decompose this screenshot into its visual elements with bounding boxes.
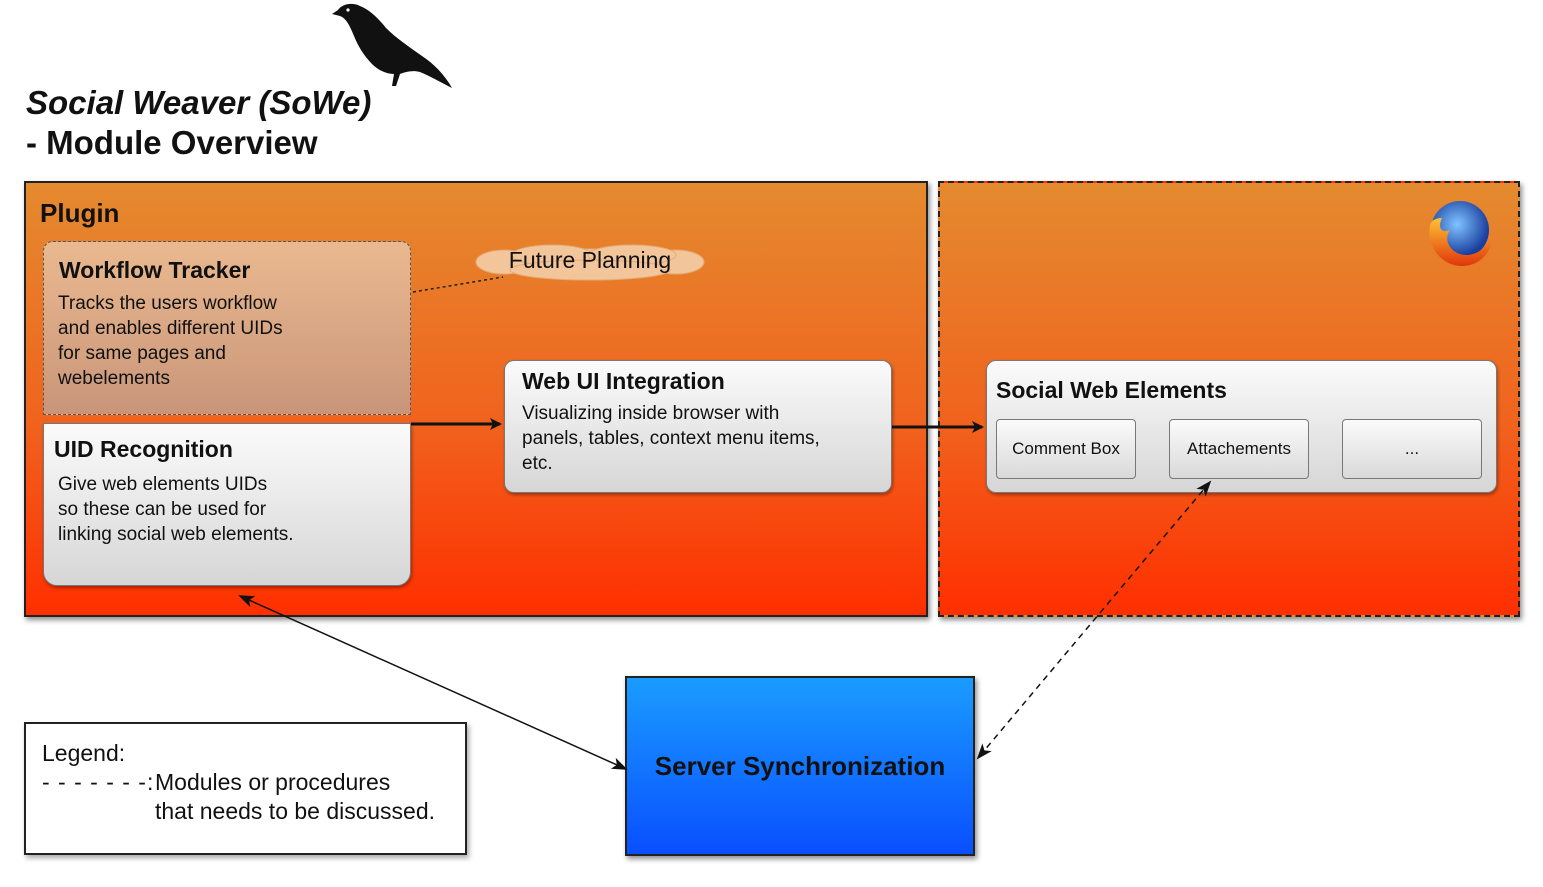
bird-logo-icon <box>332 3 452 89</box>
future-planning-label: Future Planning <box>508 247 672 273</box>
workflow-tracker-card <box>43 241 411 415</box>
web-ui-integration-card <box>504 360 892 493</box>
server-synchronization-label: Server Synchronization <box>654 750 946 781</box>
workflow-tracker-description: Tracks the users workflow and enables di… <box>58 291 283 391</box>
diagram-subtitle: - Module Overview <box>26 124 318 161</box>
web-ui-integration-title: Web UI Integration <box>522 368 725 394</box>
web-ui-integration-line: Visualizing inside browser with <box>522 403 780 424</box>
comment-box-module: Comment Box <box>996 419 1136 479</box>
workflow-tracker-title: Workflow Tracker <box>59 257 251 283</box>
diagram-title: Social Weaver (SoWe) <box>26 84 372 121</box>
legend-line-2: that needs to be discussed. <box>155 798 436 824</box>
legend-title: Legend: <box>42 740 126 766</box>
uid-recognition-card <box>43 423 411 586</box>
server-synchronization-box: Server Synchronization <box>625 676 975 856</box>
uid-recognition-line: Give web elements UIDs <box>58 474 268 495</box>
uid-recognition-description: Give web elements UIDs so these can be u… <box>58 472 294 547</box>
uid-recognition-title: UID Recognition <box>54 436 233 462</box>
workflow-tracker-line: for same pages and <box>58 343 226 364</box>
workflow-tracker-line: and enables different UIDs <box>58 318 283 339</box>
firefox-icon <box>1429 201 1492 266</box>
uid-recognition-line: so these can be used for <box>58 499 267 520</box>
social-web-elements-title: Social Web Elements <box>996 377 1227 403</box>
plugin-label: Plugin <box>40 198 120 228</box>
future-planning-cloud <box>475 244 705 281</box>
web-ui-integration-description: Visualizing inside browser with panels, … <box>522 401 820 476</box>
attachements-module: Attachements <box>1169 419 1309 479</box>
workflow-tracker-line: webelements <box>58 368 170 389</box>
web-ui-integration-line: panels, tables, context menu items, <box>522 428 820 449</box>
web-ui-integration-line: etc. <box>522 453 553 474</box>
legend-dash-sample: - - - - - - -: <box>42 769 155 795</box>
legend-line-1: Modules or procedures <box>155 769 391 795</box>
workflow-tracker-line: Tracks the users workflow <box>58 293 277 314</box>
uid-recognition-line: linking social web elements. <box>58 524 294 545</box>
more-modules: ... <box>1342 419 1482 479</box>
